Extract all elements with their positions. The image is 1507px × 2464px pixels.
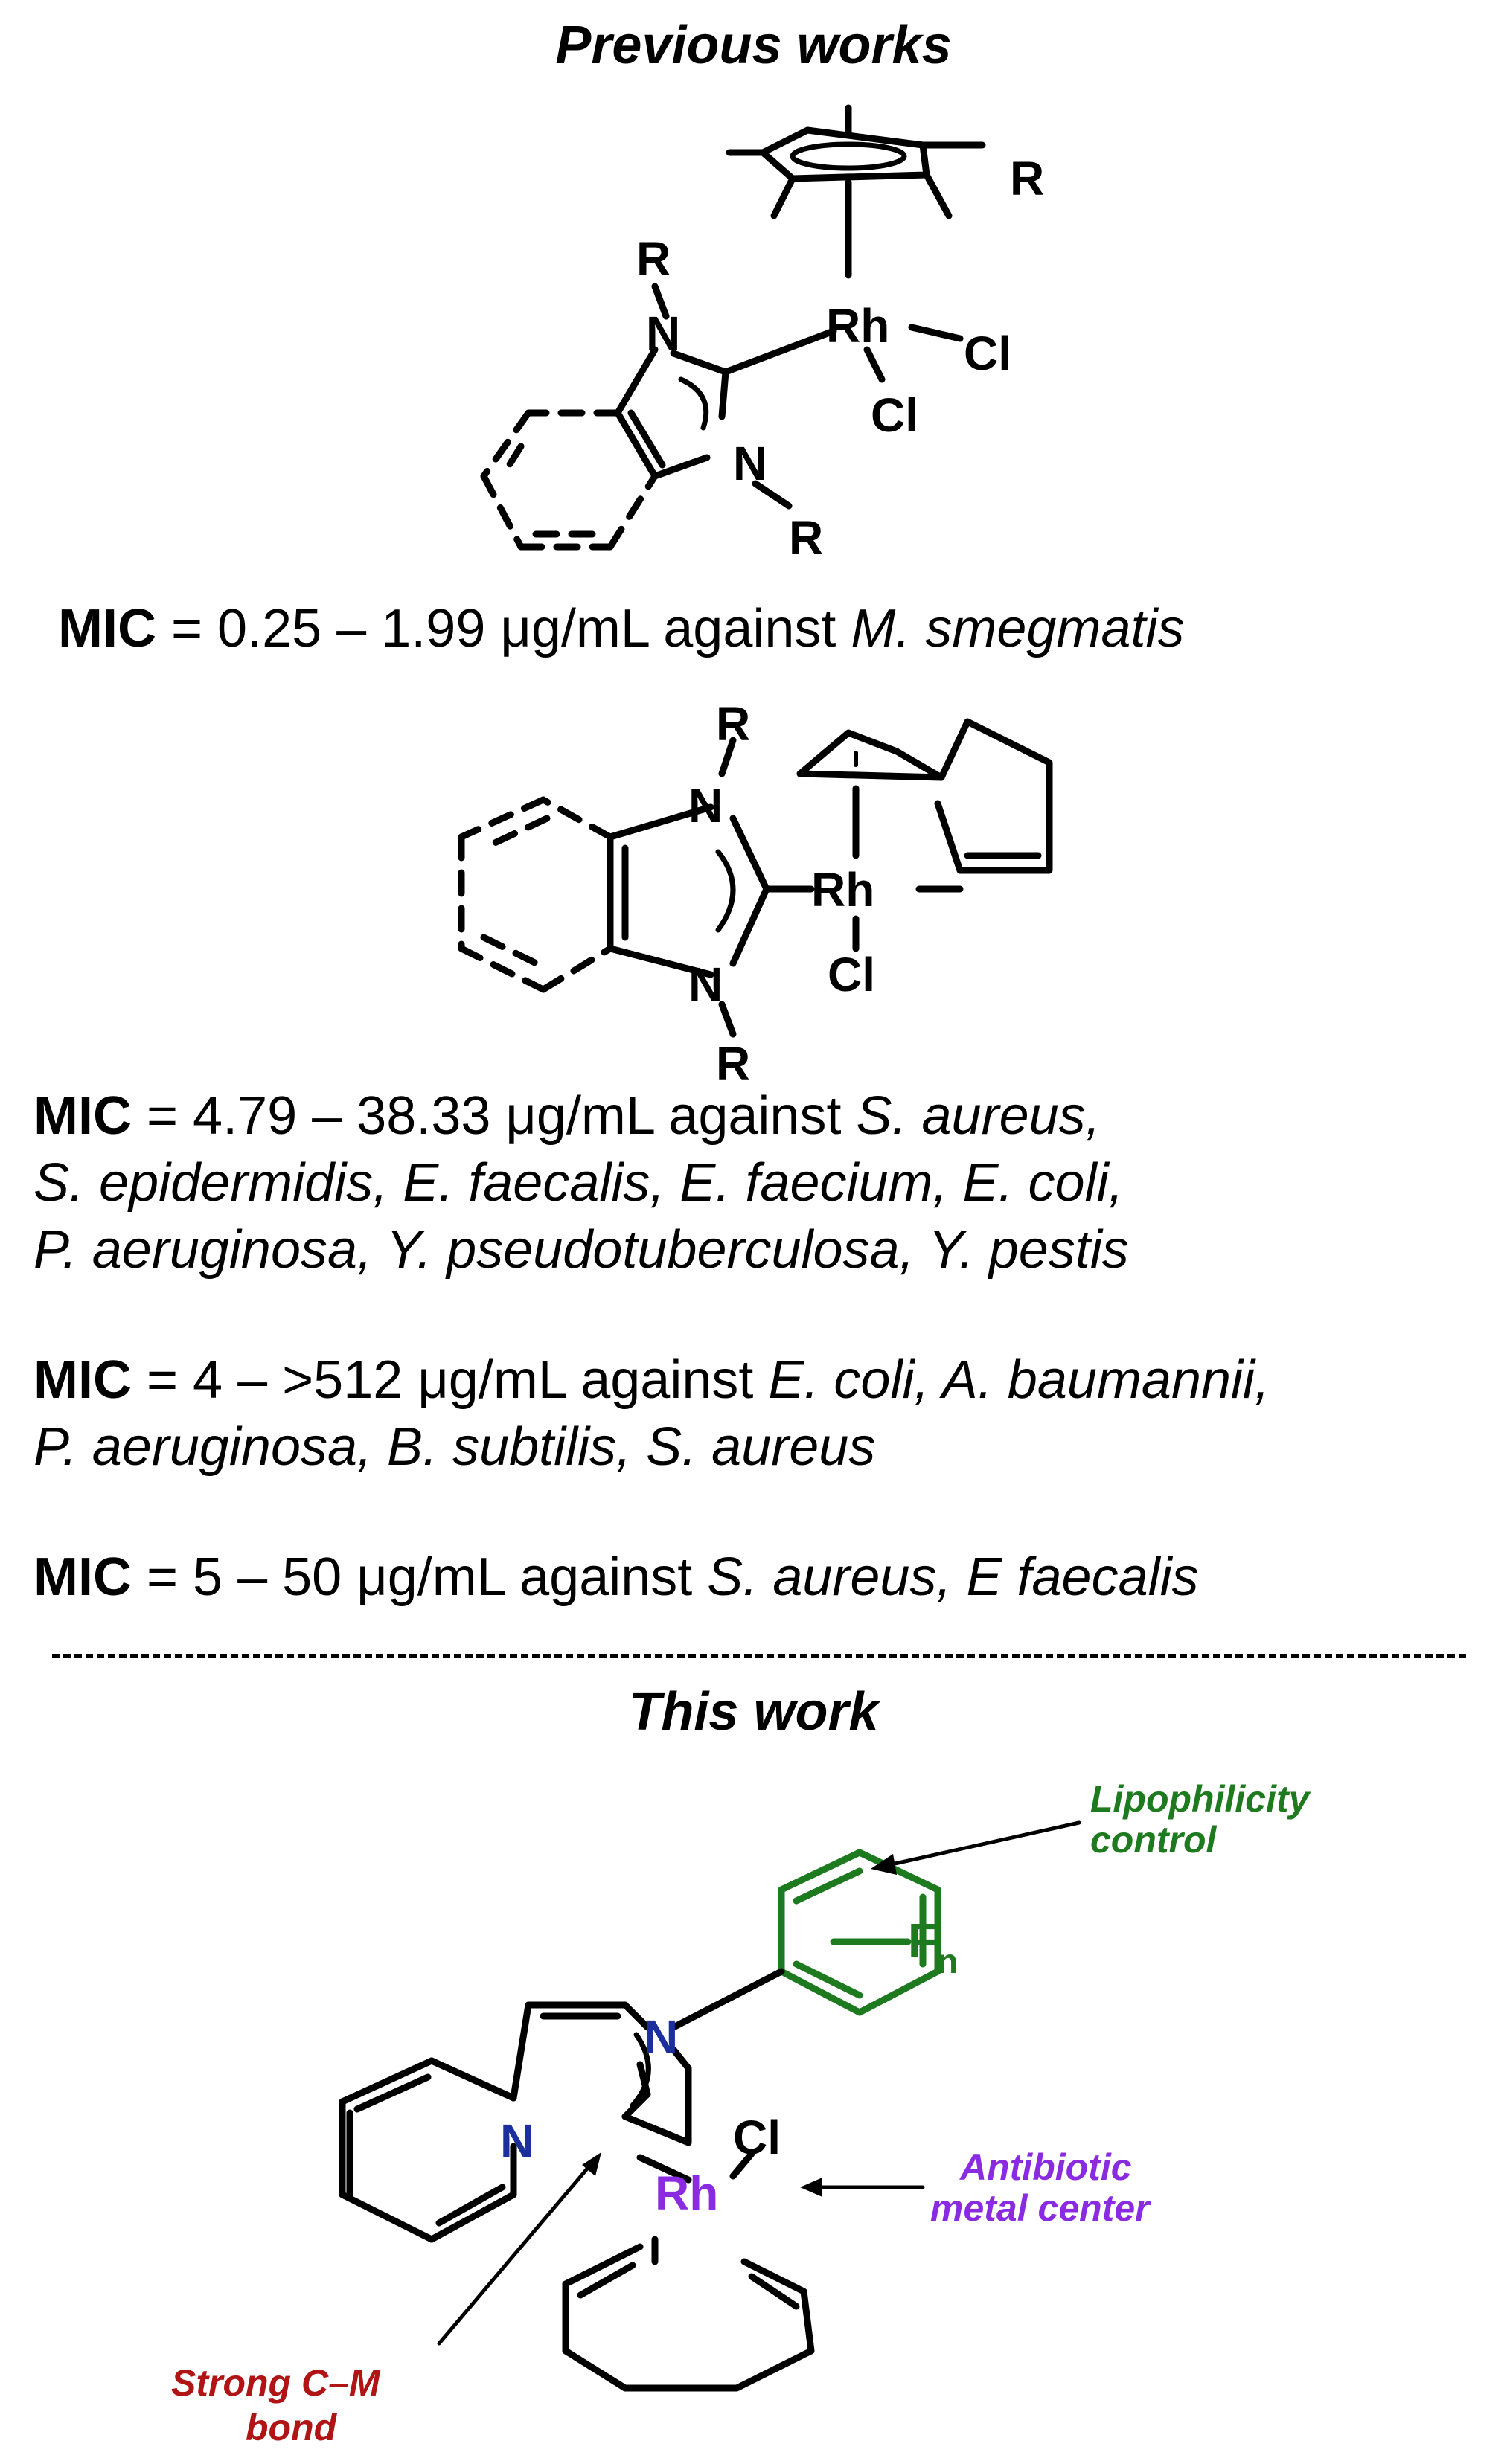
mic-organisms: P. aeruginosa, B. subtilis, S. aureus — [33, 1417, 876, 1477]
s1-cl-1: Cl — [964, 327, 1011, 380]
mic-organisms: S. aureus, — [856, 1086, 1101, 1146]
s1-rh: Rh — [826, 299, 889, 353]
mic-label: MIC — [33, 1086, 132, 1146]
s1-n-bottom: N — [733, 437, 767, 490]
s2-cl: Cl — [828, 948, 875, 1001]
s1-cl-2: Cl — [871, 388, 918, 442]
antibiotic-note-1: Antibiotic — [959, 2146, 1132, 2188]
mic-label: MIC — [58, 599, 156, 658]
s3-fluorine: Fn — [908, 1913, 958, 1980]
bond-note-2: bond — [246, 2407, 338, 2448]
mic-line-1: MIC = 0.25 – 1.99 μg/mL against M. smegm… — [58, 595, 1185, 662]
mic-value: = 4 – >512 μg/mL against — [131, 1350, 769, 1410]
s1-n-top: N — [646, 307, 680, 360]
structure-3: Fn N N Rh Cl Lipophilicity control Antib… — [171, 1778, 1311, 2448]
mic-organisms: P. aeruginosa, Y. pseudotuberculosa, Y. … — [33, 1220, 1129, 1280]
s3-cl: Cl — [733, 2111, 781, 2164]
mic-label: MIC — [33, 1350, 132, 1410]
mic-line-4: MIC = 5 – 50 μg/mL against S. aureus, E … — [33, 1544, 1199, 1611]
mic-organisms: S. epidermidis, E. faecalis, E. faecium,… — [33, 1153, 1124, 1213]
lipophilicity-note-1: Lipophilicity — [1090, 1778, 1311, 1820]
mic-organisms: M. smegmatis — [851, 599, 1185, 658]
s1-r-top: R — [636, 232, 671, 286]
s2-rh: Rh — [811, 863, 874, 917]
s3-rh: Rh — [655, 2166, 718, 2220]
antibiotic-note-2: metal center — [930, 2187, 1151, 2229]
section-divider — [52, 1654, 1466, 1658]
mic-value: = 4.79 – 38.33 μg/mL against — [131, 1086, 857, 1146]
s1-r-bottom: R — [789, 511, 823, 565]
s3-n-top: N — [644, 2010, 678, 2064]
mic-organisms: S. aureus, E faecalis — [707, 1547, 1199, 1607]
mic-label: MIC — [33, 1547, 132, 1607]
mic-block-2: MIC = 4.79 – 38.33 μg/mL against S. aure… — [33, 1082, 1129, 1283]
s3-n-bottom: N — [500, 2114, 534, 2168]
structure-1: R R N N R Rh Cl Cl — [480, 104, 1044, 565]
s2-r-bottom: R — [716, 1037, 750, 1086]
mic-value: = 0.25 – 1.99 μg/mL against — [156, 599, 851, 658]
structure-2: R N N R Rh Cl — [458, 697, 1053, 1086]
s2-r-top: R — [716, 697, 750, 751]
s1-r-cp: R — [1010, 152, 1044, 205]
mic-organisms: E. coli, A. baumannii, — [768, 1350, 1270, 1410]
lipophilicity-note-2: control — [1090, 1819, 1218, 1861]
this-work-heading: This work — [628, 1682, 879, 1742]
previous-works-heading: Previous works — [555, 16, 952, 75]
mic-block-3: MIC = 4 – >512 μg/mL against E. coli, A.… — [33, 1347, 1270, 1480]
s2-n-top: N — [688, 779, 723, 832]
bond-note-1: Strong C–M — [171, 2362, 381, 2404]
mic-value: = 5 – 50 μg/mL against — [131, 1547, 708, 1607]
s2-n-bottom: N — [688, 957, 723, 1011]
